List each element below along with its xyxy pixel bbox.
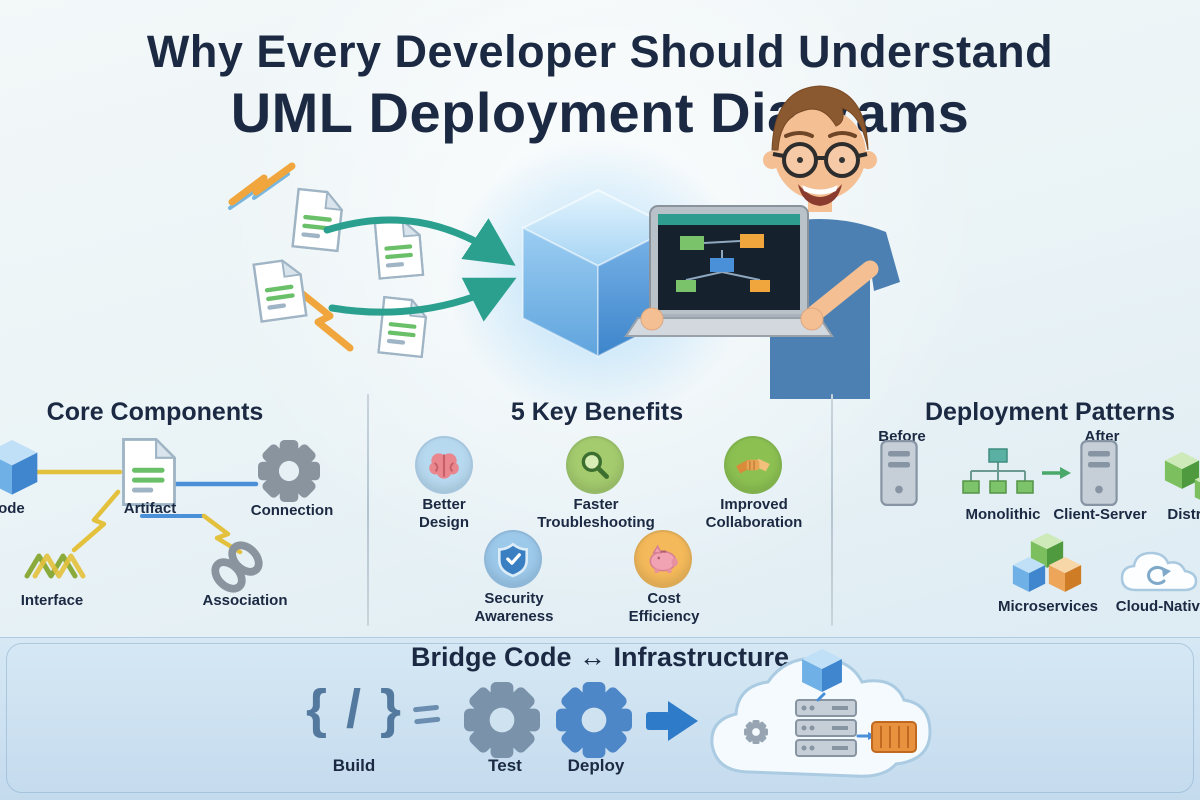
deploy-label: Deploy: [567, 756, 625, 775]
title-line-1: Why Every Developer Should Understand: [146, 26, 1054, 77]
core-components-heading: Core Components: [46, 398, 264, 426]
benefit-design-badge: [415, 436, 473, 494]
shield-icon: [497, 542, 529, 578]
benefit-troubleshooting-badge: [566, 436, 624, 494]
node-label: Node: [0, 500, 25, 517]
test-label: Test: [488, 756, 522, 775]
association-label: Association: [202, 592, 288, 609]
benefit-collaboration-label: Improved Collaboration: [705, 496, 803, 531]
piggy-bank-icon: [649, 544, 678, 573]
column-divider: [831, 394, 833, 626]
flow-arrows: [323, 216, 517, 322]
key-benefits-heading: 5 Key Benefits: [510, 398, 684, 426]
artifact-label: Artifact: [123, 500, 177, 517]
big-arrow-head: [668, 701, 698, 741]
lightning-icon: [228, 162, 296, 210]
handshake-icon: [736, 458, 770, 474]
zigzag-icon: [24, 553, 86, 579]
benefit-cost-badge: [634, 530, 692, 588]
equals-connector: [412, 704, 441, 732]
cloud-native-label: Cloud-Native: [1115, 598, 1200, 615]
node-tree-icon: [962, 448, 1034, 494]
cubes-icon: [1164, 452, 1200, 505]
cube-icon: [0, 440, 38, 495]
gear-icon: [258, 440, 320, 502]
benefit-cost-label: Cost Efficiency: [628, 590, 700, 625]
server-tower-icon: [1080, 440, 1118, 506]
cloud-infrastructure-icon: [710, 649, 932, 778]
magnifier-icon: [581, 451, 609, 479]
gear-icon: [464, 682, 540, 758]
benefit-security-label: Security Awareness: [474, 590, 554, 625]
column-divider: [367, 394, 369, 626]
deployment-patterns-heading: Deployment Patterns: [924, 398, 1176, 426]
arrow-right-icon: [1042, 467, 1071, 479]
connection-label: Connection: [250, 502, 334, 519]
gear-icon: [556, 682, 632, 758]
pipeline-heading: Bridge Code ↔ Infrastructure: [410, 642, 790, 672]
component-connector-lines: [35, 469, 259, 555]
document-icon: [122, 438, 176, 506]
big-arrow-icon: [646, 712, 670, 730]
benefit-security-badge: [484, 530, 542, 588]
document-icon: [252, 257, 308, 323]
title-line-2: UML Deployment Diagrams: [230, 81, 970, 144]
distributed-label: Distributed: [1167, 506, 1200, 523]
build-label: Build: [332, 756, 376, 775]
client-server-label: Client-Server: [1053, 506, 1147, 523]
code-braces-icon: { / }: [306, 679, 404, 739]
brain-icon: [429, 453, 459, 479]
lightning-icon: [296, 288, 354, 352]
developer-character: [624, 85, 900, 399]
chain-link-icon: [211, 541, 263, 593]
cloud-refresh-icon: [1120, 551, 1198, 592]
microservices-label: Microservices: [997, 598, 1099, 615]
interface-label: Interface: [20, 592, 84, 609]
monolithic-label: Monolithic: [965, 506, 1041, 523]
benefit-collaboration-badge: [724, 436, 782, 494]
benefit-troubleshooting-label: Faster Troubleshooting: [537, 496, 655, 531]
server-tower-icon: [880, 440, 918, 506]
benefit-design-label: Better Design: [418, 496, 469, 531]
cubes-icon: [1012, 533, 1082, 592]
